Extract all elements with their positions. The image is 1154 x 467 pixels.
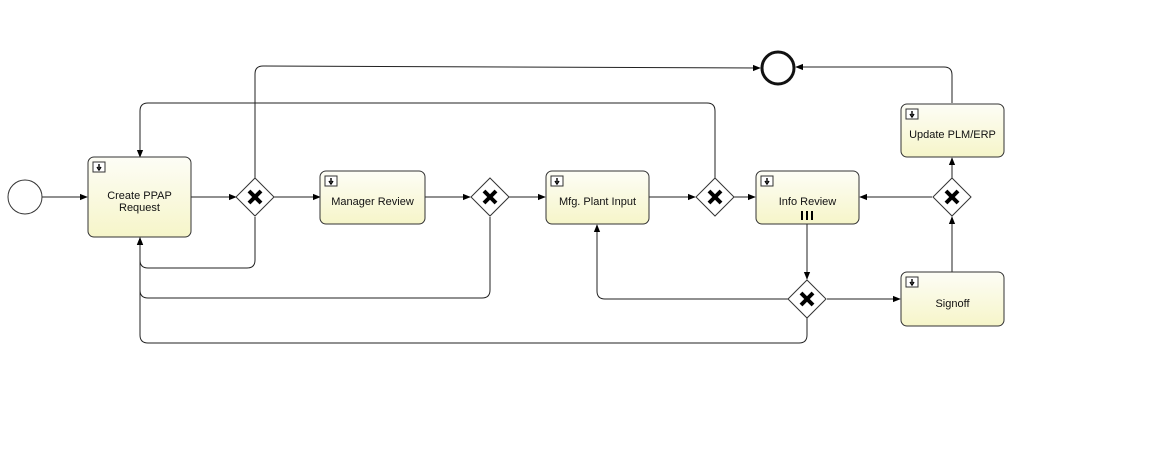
multi-instance-parallel-icon [801,211,813,220]
task-label: Manager Review [331,196,414,208]
flow-g1-to-end[interactable] [254,64,761,178]
task-signoff[interactable]: Signoff [900,271,1005,327]
task-label: Request [119,202,160,214]
user-task-icon [550,175,564,187]
task-create-ppap-request[interactable]: Create PPAP Request [87,156,192,238]
gateways [235,177,972,319]
task-manager-review[interactable]: Manager Review [319,170,426,225]
user-task-icon [760,175,774,187]
task-label: Signoff [935,298,970,310]
flow-g2-back-to-create[interactable] [136,217,491,299]
flow-g3-back-to-create[interactable] [136,102,716,178]
task-info-review[interactable]: Info Review [755,170,860,225]
task-label: Create PPAP [107,190,172,202]
user-task-icon [324,175,338,187]
user-task-icon [92,161,106,173]
start-event[interactable] [7,179,43,215]
task-mfg-plant-input[interactable]: Mfg. Plant Input [545,170,650,225]
tasks: Create PPAP Request Manager Review Mfg. … [87,103,1005,327]
gateway-exclusive-3[interactable] [695,177,735,217]
gateway-exclusive-1[interactable] [235,177,275,217]
task-update-plm-erp[interactable]: Update PLM/ERP [900,103,1005,158]
task-label: Update PLM/ERP [909,129,996,141]
flow-update-to-end[interactable] [795,63,953,103]
flow-g4-back-to-mfg[interactable] [593,224,788,300]
sequence-flows [42,63,956,344]
gateway-exclusive-2[interactable] [470,177,510,217]
user-task-icon [905,276,919,288]
gateway-exclusive-4[interactable] [787,279,827,319]
events [7,50,796,215]
user-task-icon [905,108,919,120]
task-label: Info Review [779,196,837,208]
flow-g4-back-to-create[interactable] [136,237,808,344]
task-label: Mfg. Plant Input [559,196,636,208]
gateway-exclusive-5[interactable] [932,177,972,217]
end-event[interactable] [760,50,796,86]
